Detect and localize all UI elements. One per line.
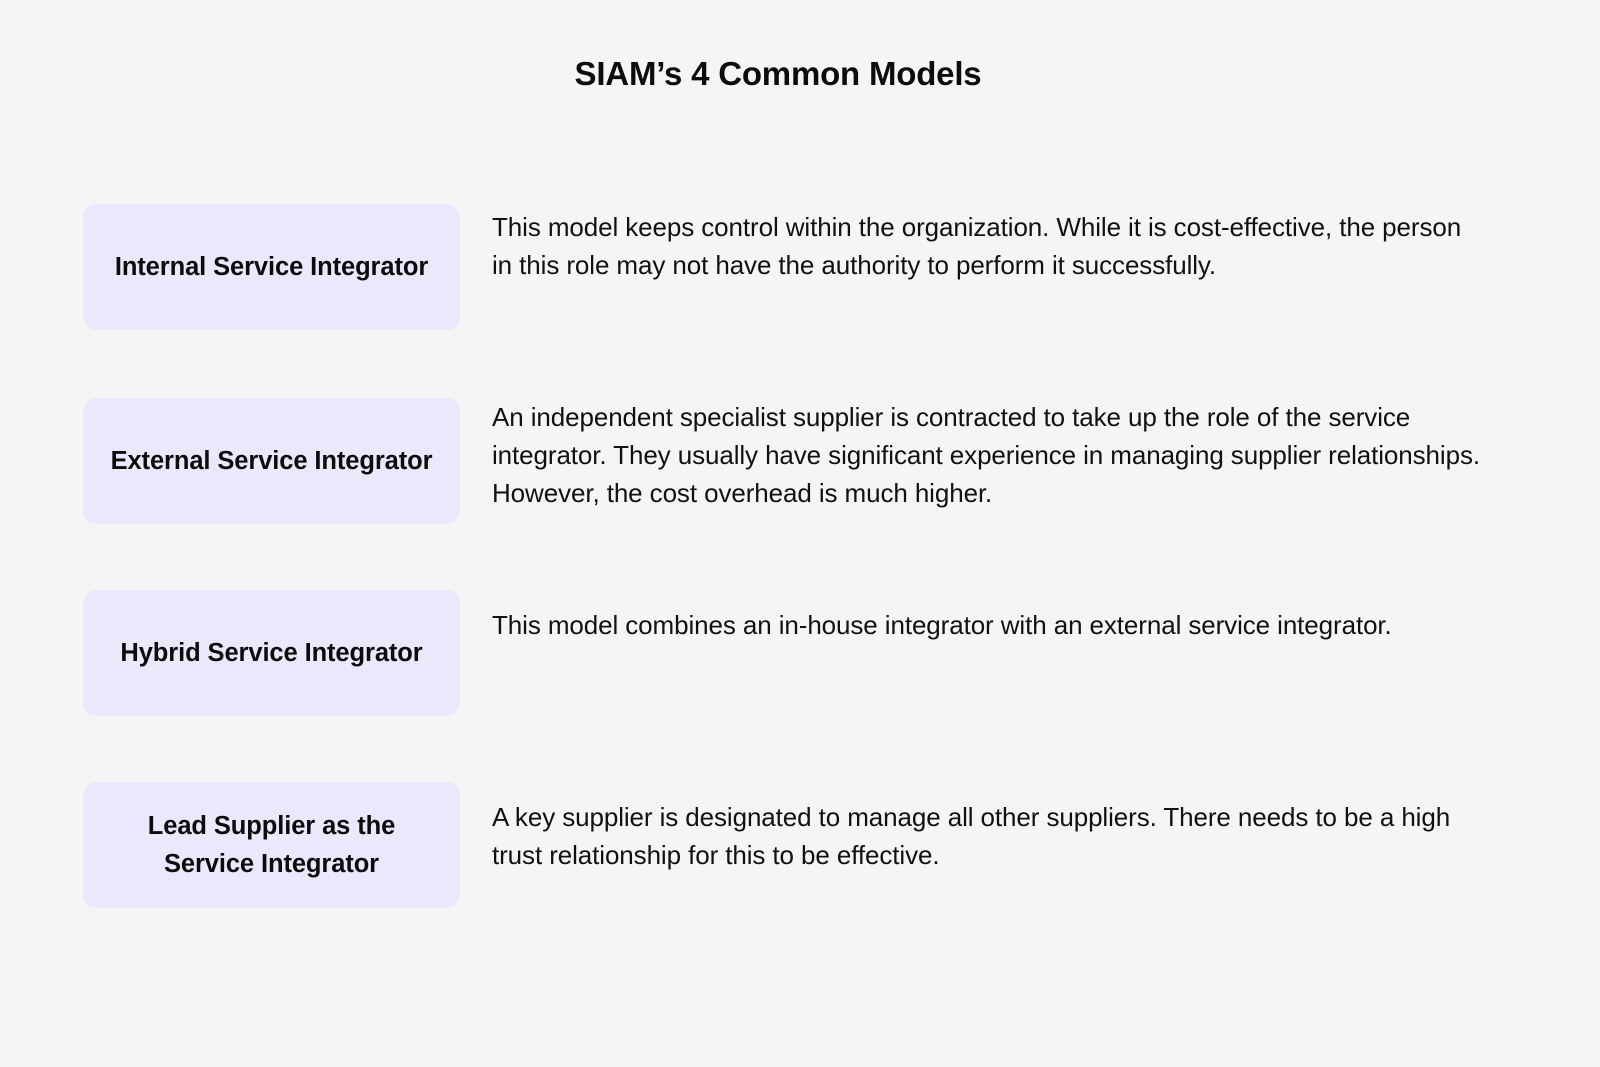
model-row: External Service Integrator An independe… [83, 398, 1503, 524]
model-label-box-external-service-integrator: External Service Integrator [83, 398, 460, 524]
model-description: An independent specialist supplier is co… [492, 402, 1480, 508]
model-row: Hybrid Service Integrator This model com… [83, 590, 1503, 716]
model-list: Internal Service Integrator This model k… [83, 204, 1503, 908]
model-description: This model combines an in-house integrat… [492, 610, 1392, 640]
model-row: Internal Service Integrator This model k… [83, 204, 1503, 330]
model-description-cell: A key supplier is designated to manage a… [460, 782, 1503, 874]
model-description-cell: This model combines an in-house integrat… [460, 590, 1503, 644]
model-label-box-lead-supplier-as-the-service-integrator: Lead Supplier as the Service Integrator [83, 782, 460, 908]
model-label-box-hybrid-service-integrator: Hybrid Service Integrator [83, 590, 460, 716]
model-description-cell: An independent specialist supplier is co… [460, 398, 1503, 512]
model-label: Lead Supplier as the Service Integrator [147, 812, 396, 878]
model-label: Hybrid Service Integrator [120, 639, 423, 667]
model-description: A key supplier is designated to manage a… [492, 802, 1451, 870]
model-row: Lead Supplier as the Service Integrator … [83, 782, 1503, 908]
model-description-cell: This model keeps control within the orga… [460, 204, 1503, 284]
model-label: External Service Integrator [110, 447, 433, 475]
model-description: This model keeps control within the orga… [492, 212, 1462, 280]
model-label: Internal Service Integrator [114, 253, 429, 281]
page-title: SIAM’s 4 Common Models [574, 55, 982, 92]
model-label-box-internal-service-integrator: Internal Service Integrator [83, 204, 460, 330]
